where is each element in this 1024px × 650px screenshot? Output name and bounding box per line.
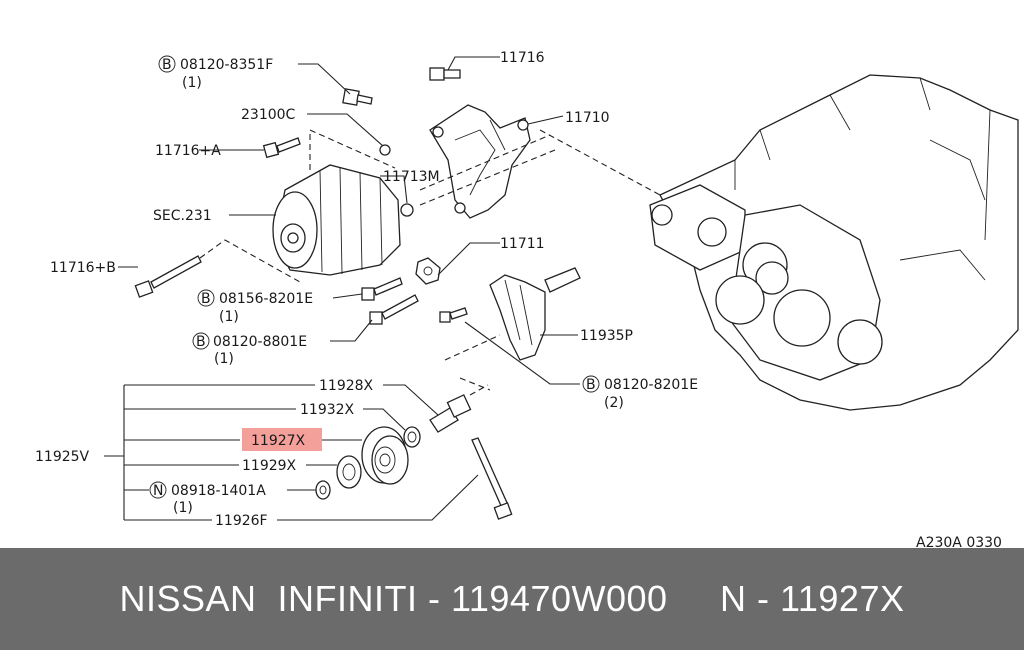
bracket-11711-illustration <box>415 257 441 285</box>
engine-block-illustration <box>539 74 1019 411</box>
callout-11925V[interactable]: 11925V <box>35 449 90 465</box>
svg-text:N: N <box>153 483 163 499</box>
svg-text:(1): (1) <box>219 309 239 325</box>
callout-08156-8201E[interactable]: B 08156-8201E (1) <box>197 289 313 325</box>
bracket-11935P-illustration <box>439 267 581 391</box>
callout-11716[interactable]: 11716 <box>500 50 545 66</box>
nut-23100C-illustration <box>379 144 391 156</box>
bearing-11929X-illustration <box>336 455 362 489</box>
svg-text:(1): (1) <box>214 351 234 367</box>
idler-stud-11928X-illustration <box>429 384 489 433</box>
svg-text:08156-8201E: 08156-8201E <box>219 291 313 307</box>
bolt-11716A-illustration <box>262 137 301 159</box>
callout-labels: B 08120-8351F (1) 23100C 11716+A SEC.231… <box>35 50 698 529</box>
callout-08120-8351F[interactable]: B 08120-8351F (1) <box>158 55 273 91</box>
pulley-11927X-illustration <box>361 426 409 485</box>
callout-11710[interactable]: 11710 <box>565 110 610 126</box>
bolt-08156-8201E-illustration <box>361 277 403 301</box>
svg-text:(2): (2) <box>604 395 624 411</box>
svg-text:(1): (1) <box>173 500 193 516</box>
svg-text:B: B <box>162 57 172 73</box>
footer-part-number: NISSAN INFINITI - 119470W000 N - 11927X <box>119 578 905 619</box>
callout-11716A[interactable]: 11716+A <box>155 143 221 159</box>
callout-11713M[interactable]: 11713M <box>383 169 440 185</box>
alternator-illustration <box>272 129 401 276</box>
callout-08918-1401A[interactable]: N 08918-1401A (1) <box>149 481 266 516</box>
svg-text:B: B <box>201 291 211 307</box>
svg-text:B: B <box>196 334 206 350</box>
callout-11716B[interactable]: 11716+B <box>50 260 116 276</box>
nut-08918-1401A-illustration <box>315 480 331 500</box>
callout-sec231[interactable]: SEC.231 <box>153 208 212 224</box>
footer-bar: NISSAN INFINITI - 119470W000 N - 11927X <box>0 548 1024 650</box>
callout-11932X[interactable]: 11932X <box>300 402 355 418</box>
callout-11927X[interactable]: 11927X <box>251 433 306 449</box>
svg-text:B: B <box>586 377 596 393</box>
bracket-11710-illustration <box>419 104 556 219</box>
bolt-08120-8351F-illustration <box>342 88 373 106</box>
bolt-11926F-illustration <box>471 437 513 520</box>
highlight-box <box>242 428 322 451</box>
parts-diagram: B 08120-8351F (1) 23100C 11716+A SEC.231… <box>35 50 1019 548</box>
callout-23100C[interactable]: 23100C <box>241 107 296 123</box>
bolt-08120-8801E-illustration <box>369 294 419 325</box>
callout-08120-8801E[interactable]: B 08120-8801E (1) <box>192 332 307 367</box>
svg-text:08120-8351F: 08120-8351F <box>180 57 273 73</box>
washer-11932X-illustration <box>403 426 421 448</box>
diagram-code: A230A 0330 <box>916 535 1002 548</box>
bolt-11716B-illustration <box>134 239 301 298</box>
svg-text:(1): (1) <box>182 75 202 91</box>
callout-11711[interactable]: 11711 <box>500 236 545 252</box>
leader-lines <box>104 56 580 521</box>
callout-11935P[interactable]: 11935P <box>580 328 633 344</box>
bolt-11713M-illustration <box>400 203 414 217</box>
svg-text:08918-1401A: 08918-1401A <box>171 483 266 499</box>
bolt-11716-illustration <box>429 67 461 81</box>
svg-text:08120-8201E: 08120-8201E <box>604 377 698 393</box>
callout-11926F[interactable]: 11926F <box>215 513 268 529</box>
callout-08120-8201E[interactable]: B 08120-8201E (2) <box>582 375 698 411</box>
callout-11929X[interactable]: 11929X <box>242 458 297 474</box>
svg-text:08120-8801E: 08120-8801E <box>213 334 307 350</box>
callout-11928X[interactable]: 11928X <box>319 378 374 394</box>
